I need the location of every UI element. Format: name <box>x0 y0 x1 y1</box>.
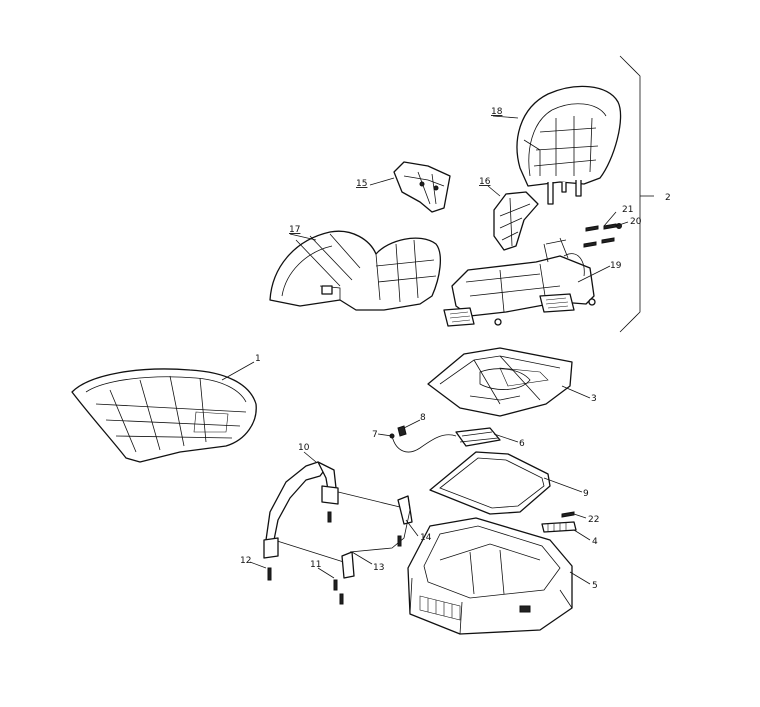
callout-7: 7 <box>372 430 378 440</box>
part-18-seat-back <box>516 85 622 205</box>
part-9-gasket <box>429 451 551 515</box>
callout-21: 21 <box>622 205 633 215</box>
callout-12: 12 <box>240 556 251 566</box>
part-1-seat-cover <box>71 368 257 463</box>
callout-8: 8 <box>420 413 426 423</box>
callout-17: 17 <box>289 225 300 235</box>
callout-2: 2 <box>665 193 671 203</box>
part-15-wedge-cushion <box>393 161 451 213</box>
callout-6: 6 <box>519 439 525 449</box>
callout-10: 10 <box>298 443 310 453</box>
part-16-side-cushion <box>493 191 539 251</box>
part-10-handle-frame <box>263 461 413 579</box>
callout-1: 1 <box>255 354 261 364</box>
callout-13: 13 <box>373 563 384 573</box>
part-19-frame <box>443 237 596 327</box>
callout-labels: 1 2 3 4 5 6 7 8 9 10 11 12 13 14 15 16 1… <box>240 107 671 591</box>
part-3-base-plate <box>427 347 573 417</box>
callout-9: 9 <box>583 489 589 499</box>
callout-11: 11 <box>310 560 321 570</box>
leader-lines <box>221 115 629 585</box>
callout-3: 3 <box>591 394 597 404</box>
callout-19: 19 <box>610 261 622 271</box>
part-17-seat-cushion <box>269 230 442 311</box>
part-4-rail <box>541 521 577 533</box>
part-7-8-cable <box>389 425 457 453</box>
callout-16: 16 <box>479 177 491 187</box>
callout-18: 18 <box>491 107 503 117</box>
group-2-bracket <box>619 55 654 333</box>
part-6-small-plate <box>455 427 501 447</box>
callout-5: 5 <box>592 581 598 591</box>
part-11-12-bolts <box>267 511 402 605</box>
callout-20: 20 <box>630 217 642 227</box>
callout-4: 4 <box>592 537 598 547</box>
part-5-base-bucket <box>407 517 573 635</box>
part-20-21-screws <box>583 223 622 248</box>
callout-22: 22 <box>588 515 599 525</box>
callout-15: 15 <box>356 179 367 189</box>
part-22-screw <box>561 511 575 518</box>
callout-14: 14 <box>420 533 432 543</box>
